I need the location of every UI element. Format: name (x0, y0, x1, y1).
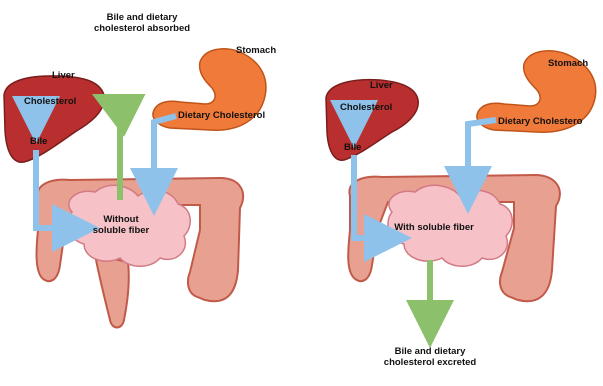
liver-right (326, 80, 418, 161)
label-bile-left: Bile (30, 136, 47, 147)
label-cholesterol-right: Cholesterol (340, 102, 392, 113)
label-cholesterol-left: Cholesterol (24, 96, 76, 107)
label-stomach-left: Stomach (236, 45, 276, 56)
label-excreted-right: Bile and dietary cholesterol excreted (380, 346, 480, 368)
label-dietary-left: Dietary Cholesterol (178, 110, 265, 121)
rectum-left (95, 255, 129, 328)
label-absorbed-left: Bile and dietary cholesterol absorbed (92, 12, 192, 34)
label-stomach-right: Stomach (548, 58, 588, 69)
label-liver-left: Liver (52, 70, 75, 81)
label-bile-right: Bile (344, 142, 361, 153)
label-dietary-right: Dietary Cholestero (498, 116, 582, 127)
liver-left (4, 76, 104, 162)
label-center-right: With soluble fiber (394, 222, 474, 233)
label-center-left: Without soluble fiber (86, 214, 156, 236)
label-liver-right: Liver (370, 80, 393, 91)
